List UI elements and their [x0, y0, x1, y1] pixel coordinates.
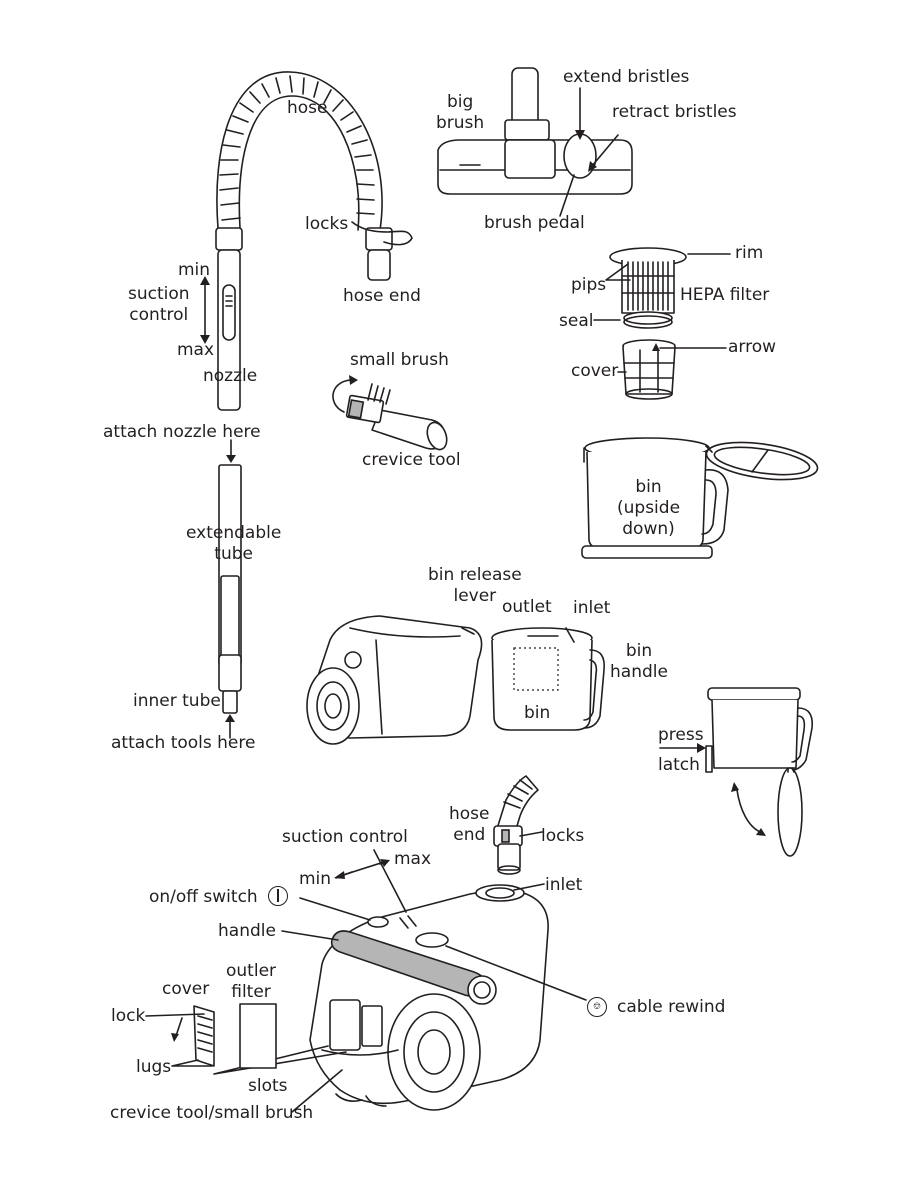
filter-cover-drawing [622, 339, 676, 400]
label-min: min [178, 260, 211, 280]
hose-drawing [215, 71, 413, 411]
label-lock: lock [111, 1006, 146, 1026]
min-max-arrow [339, 861, 385, 877]
hepa-filter-drawing [609, 247, 687, 329]
label-inlet-main: inlet [545, 875, 583, 895]
label-suction-control-bottom: suction control [282, 827, 408, 847]
crevice-tool-drawing [332, 379, 448, 451]
cable-rewind-icon: ⎊ [587, 997, 607, 1017]
label-hose: hose [287, 98, 328, 118]
label-attach-nozzle: attach nozzle here [103, 422, 261, 442]
label-bin-upside: bin (upside down) [617, 477, 681, 539]
label-pips: pips [571, 275, 607, 295]
label-big-brush: big brush [436, 92, 485, 133]
vacuum-body-drawing [306, 615, 483, 745]
bottom-cover-drawing [193, 1003, 277, 1069]
bin-upside-down-drawing [581, 437, 819, 559]
label-crevice-tool: crevice tool [362, 450, 461, 470]
label-crevice-small-brush: crevice tool/small brush [110, 1103, 314, 1123]
cable-rewind-leader [445, 945, 587, 1001]
locks-bottom-leader [519, 831, 543, 837]
label-seal: seal [559, 311, 594, 331]
handle-leader [281, 930, 339, 941]
label-min-bottom: min [299, 869, 332, 889]
label-cable-rewind: cable rewind [617, 997, 726, 1017]
label-outlet: outlet [502, 597, 552, 617]
label-latch: latch [658, 755, 700, 775]
main-vacuum-drawing [309, 884, 549, 1111]
inlet-leader [513, 883, 545, 891]
label-extendable-tube: extendable tube [186, 523, 282, 564]
label-extend-bristles: extend bristles [563, 67, 690, 87]
label-lugs: lugs [136, 1057, 172, 1077]
label-hepa-filter: HEPA filter [680, 285, 770, 305]
label-bin: bin [524, 703, 551, 723]
label-brush-pedal: brush pedal [484, 213, 585, 233]
label-small-brush: small brush [350, 350, 449, 370]
label-inner-tube: inner tube [133, 691, 221, 711]
label-locks-top: locks [305, 214, 349, 234]
crevice-small-brush-leader [291, 1069, 343, 1113]
label-bin-release: bin release lever [428, 565, 522, 606]
label-on-off-switch: on/off switch [149, 887, 258, 907]
pips-leader [605, 263, 631, 281]
suction-arrow [200, 276, 210, 344]
label-outler-filter: outler filter [226, 961, 277, 1002]
label-bin-handle: bin handle [610, 641, 668, 682]
label-cover-bottom: cover [162, 979, 210, 999]
bin-drawing [491, 627, 606, 731]
power-switch-icon [268, 886, 288, 906]
big-brush-drawing [437, 67, 633, 195]
label-max: max [177, 340, 215, 360]
label-cover-filter: cover [571, 361, 619, 381]
label-max-bottom: max [394, 849, 432, 869]
label-rim: rim [735, 243, 764, 263]
cover-arrow [175, 1017, 183, 1037]
label-attach-tools: attach tools here [111, 733, 256, 753]
on-off-leader [299, 897, 371, 921]
label-locks-bottom: locks [541, 826, 585, 846]
label-hose-end-top: hose end [343, 286, 421, 306]
extendable-tube-drawing [218, 464, 242, 714]
label-press: press [658, 725, 704, 745]
label-arrow: arrow [728, 337, 777, 357]
hose-end-bottom-drawing [493, 775, 539, 875]
pedal-leader [559, 174, 575, 217]
label-suction-control-top: suction control [128, 284, 190, 325]
label-hose-end-bottom: hose end [449, 804, 490, 845]
bin-open-drawing [705, 687, 814, 857]
suction-control-leader [373, 849, 407, 913]
label-slots: slots [248, 1076, 288, 1096]
label-inlet-bin: inlet [573, 598, 611, 618]
label-nozzle: nozzle [203, 366, 258, 386]
lock-leader [145, 1013, 205, 1017]
retract-arrow [591, 134, 619, 167]
label-handle: handle [218, 921, 276, 941]
lugs-leader [171, 1059, 213, 1067]
label-retract-bristles: retract bristles [612, 102, 737, 122]
